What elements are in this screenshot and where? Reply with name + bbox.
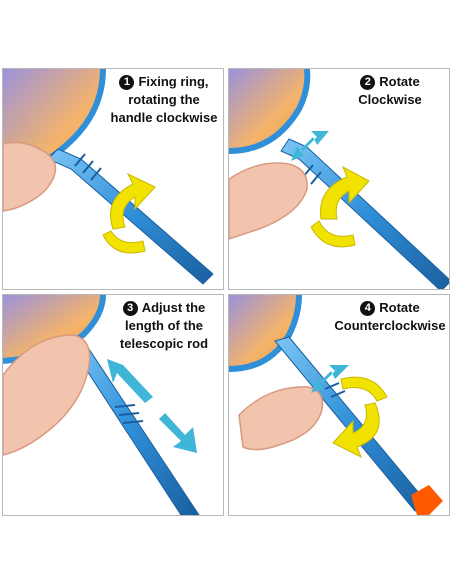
counterclockwise-arrow-tail [340,376,388,402]
hand [3,334,91,456]
step-1-badge: 1 [119,75,135,90]
net-frame [229,69,311,154]
rod-rings [324,382,346,398]
clockwise-arrow [110,172,156,230]
step-4-illustration [229,295,443,515]
push-arrow [291,131,329,161]
hand [3,141,57,212]
clockwise-arrow-tail [102,230,146,254]
telescopic-rod [47,148,214,285]
hand [238,386,324,451]
rod-rings [74,153,102,181]
rod-rings [114,404,144,424]
step-3-illustration [3,295,200,515]
push-arrow [311,365,349,393]
net-mesh [3,295,103,359]
step-2-badge: 2 [360,75,376,90]
hand [229,162,308,240]
step-3-badge: 3 [122,301,138,316]
clockwise-arrow [320,165,370,220]
step-4-badge: 4 [360,301,376,316]
step-1-illustration [3,69,214,285]
clockwise-arrow-tail [310,220,356,248]
net-mesh [229,295,299,367]
handle-cap [411,485,443,515]
step-2-illustration [229,69,449,289]
net-mesh [229,69,309,149]
extend-arrow-down [159,413,197,453]
counterclockwise-arrow [332,402,380,459]
extend-arrow-up [107,359,153,403]
net-frame [229,295,302,372]
telescopic-rod [280,138,449,289]
